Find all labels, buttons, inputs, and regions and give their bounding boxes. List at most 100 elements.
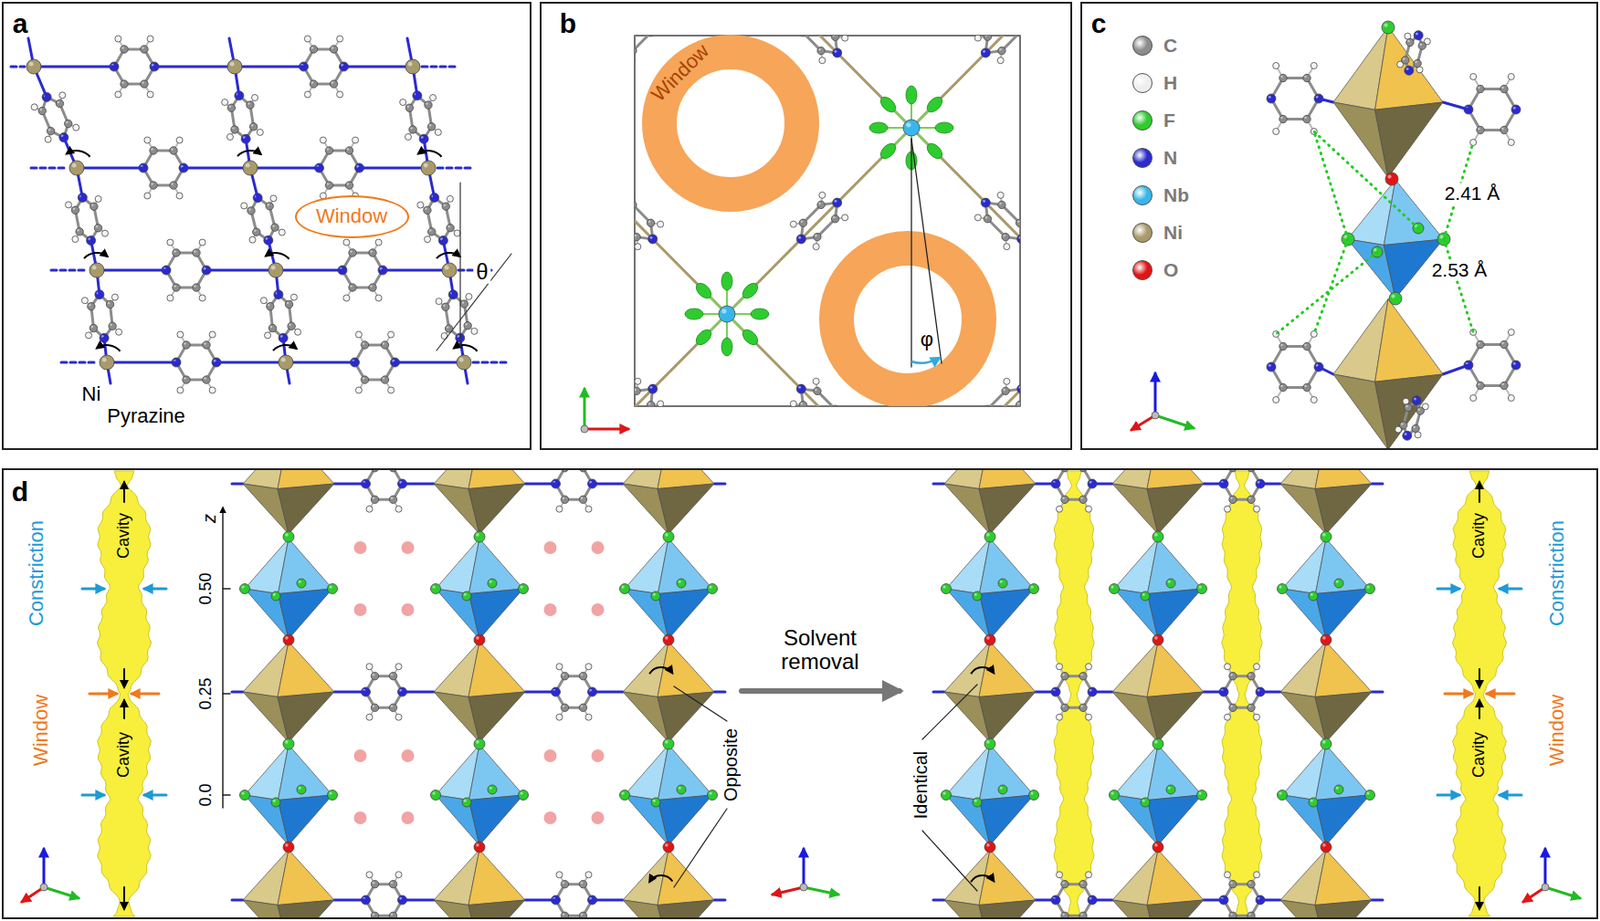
atom-highlight [1412,426,1416,430]
atom [72,236,79,243]
atom-highlight [1396,427,1399,430]
atom-highlight [1030,791,1033,795]
atom-highlight [431,791,435,795]
bond [525,691,557,695]
atom [147,91,154,98]
atom [1507,395,1515,402]
atom [620,584,631,595]
atom [1229,495,1237,504]
atom [813,232,822,241]
atom [199,294,206,302]
atom [434,128,442,136]
atom [140,80,148,88]
atom [169,181,178,190]
coordination-octahedron [277,642,335,698]
arrow [1437,794,1460,798]
atom-highlight [1057,506,1060,509]
atom-highlight [298,580,302,584]
atom [1247,470,1255,473]
atom-highlight [519,791,523,795]
atom [1152,531,1164,543]
atom [395,872,402,879]
window-ellipse: Window [294,195,410,239]
bond [1035,691,1056,695]
atom-highlight [107,302,111,306]
atom [1001,387,1010,395]
atom [556,505,563,513]
coordination-octahedron [1375,299,1443,383]
atom-highlight [1390,294,1395,298]
atom-highlight [818,202,822,206]
atom [651,591,661,601]
atom-highlight [311,46,315,50]
atom-highlight [1513,106,1516,110]
atom-highlight [1225,506,1228,509]
atom-highlight [986,740,990,745]
atom [1085,505,1093,513]
callout-label: Opposite [720,726,741,805]
atom [209,387,216,394]
atom [120,80,128,88]
atom [1500,84,1508,93]
legend-swatch [1132,35,1153,56]
atom-highlight [475,740,480,745]
atom-highlight [446,326,450,329]
atom [799,401,807,407]
coordination-octahedron [978,692,1036,743]
atom-highlight [173,250,177,253]
atom-highlight [800,402,804,406]
atom-highlight [1086,664,1089,667]
atom [972,591,982,601]
atom [646,401,654,407]
atom [89,263,105,278]
atom [1197,790,1208,801]
atom-highlight [1086,506,1089,509]
atom [1109,584,1120,595]
atom [578,704,587,712]
atom-highlight [580,705,584,709]
atom [1411,396,1422,406]
atom [578,672,587,680]
atom [657,400,664,407]
atom-highlight [390,673,394,677]
coordination-octahedron [657,589,713,640]
atom-highlight [347,147,350,151]
arrow [741,688,900,695]
axis-origin [800,884,808,892]
atom-highlight [251,124,254,127]
atom [1404,65,1414,75]
atom-highlight [241,585,244,589]
atom-highlight [141,81,145,85]
bond [714,899,726,903]
atom-highlight [262,298,264,301]
atom-highlight [1278,585,1282,589]
atom [435,298,443,306]
atom-highlight [586,664,589,667]
atom [120,45,128,53]
atom-highlight [353,137,356,140]
atom-highlight [444,265,450,271]
atom [974,35,981,42]
atom-highlight [273,593,276,597]
atom-highlight [1080,497,1084,501]
atom-highlight [321,193,324,196]
atom [319,136,327,144]
atom-highlight [1198,585,1201,589]
atom-highlight [1154,740,1158,745]
atom [44,136,52,143]
atom [404,133,411,140]
atom-highlight [442,334,444,337]
rotation-arrow [970,875,994,883]
atom-highlight [245,163,251,169]
atom-highlight [1322,636,1327,641]
atom-highlight [102,357,107,363]
atom [796,234,806,244]
atom-highlight [1080,882,1084,885]
atom [309,45,317,53]
atom [983,35,991,41]
atom [799,35,807,37]
atom [1303,115,1311,123]
atom [221,99,229,106]
atom-highlight [1280,116,1284,120]
bond [1203,691,1224,695]
